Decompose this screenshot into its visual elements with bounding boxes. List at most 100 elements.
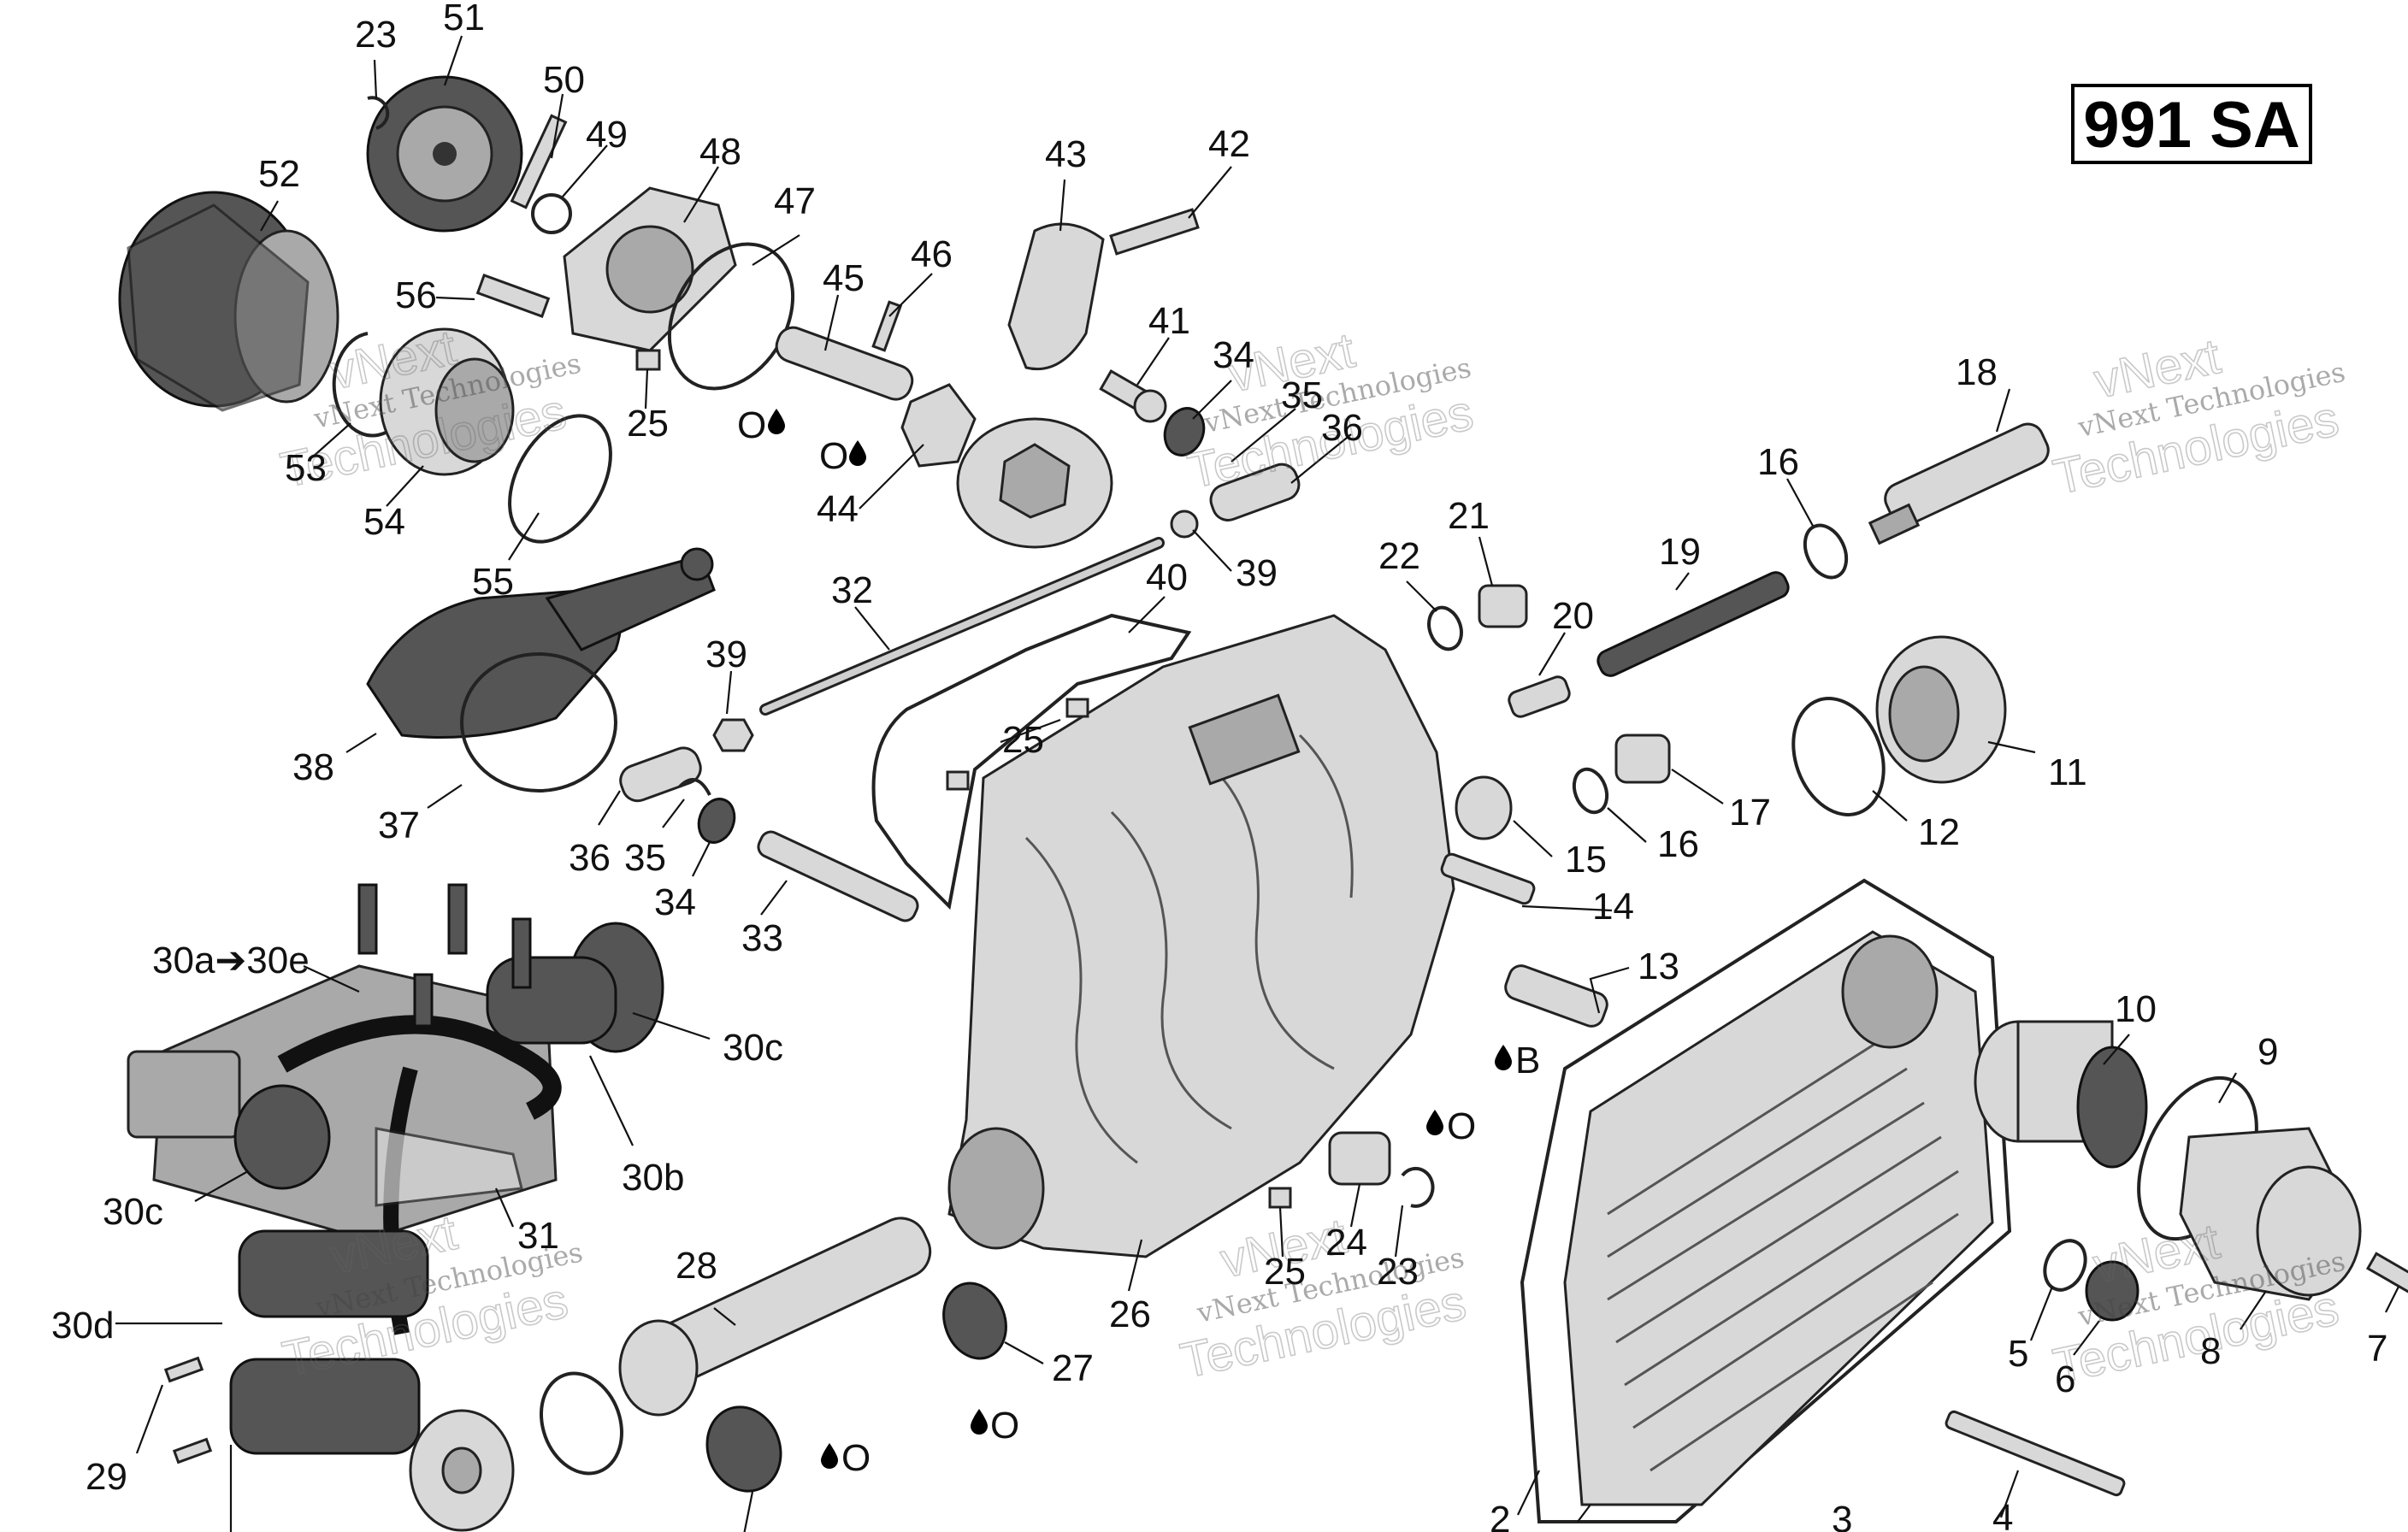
label-49: 49 bbox=[586, 114, 628, 156]
part-49-washer bbox=[531, 193, 572, 234]
label-29: 29 bbox=[86, 1456, 127, 1498]
label-48: 48 bbox=[699, 131, 741, 173]
label-20: 20 bbox=[1552, 595, 1594, 637]
part-10-filter bbox=[1974, 1020, 2148, 1169]
label-55: 55 bbox=[472, 561, 514, 603]
label-30c-b: 30c bbox=[103, 1191, 163, 1233]
part-6-plug bbox=[2085, 1260, 2139, 1322]
part-20-piston bbox=[1508, 675, 1571, 718]
part-39a-nut bbox=[1170, 510, 1199, 539]
label-4: 4 bbox=[1992, 1497, 2013, 1532]
part-51-gear bbox=[366, 75, 523, 233]
part-29-screw-b bbox=[172, 1437, 213, 1464]
label-36b: 36 bbox=[569, 837, 611, 879]
part-36a-plug bbox=[1209, 463, 1301, 521]
label-39a: 39 bbox=[1236, 552, 1278, 594]
part-23b-clip bbox=[1401, 1166, 1435, 1208]
label-23b: 23 bbox=[1377, 1251, 1419, 1293]
part-45-shaft bbox=[775, 326, 914, 401]
part-39b-nut bbox=[712, 718, 754, 752]
part-25b-dowel bbox=[946, 770, 970, 791]
label-30c-a: 30c bbox=[723, 1027, 783, 1069]
label-30d: 30d bbox=[51, 1305, 114, 1346]
label-16b: 16 bbox=[1657, 823, 1699, 865]
part-30-solenoid-block bbox=[127, 883, 664, 1455]
part-labels: 23 51 50 49 48 47 52 56 25 45 46 43 42 4… bbox=[51, 0, 2387, 1532]
part-16b-oring bbox=[1572, 767, 1609, 815]
watermark-3: vNext Technologies vNext Technologies bbox=[2048, 327, 2348, 505]
label-44: 44 bbox=[817, 488, 859, 530]
part-oring-bottom bbox=[539, 1371, 624, 1476]
part-17-plug bbox=[1614, 734, 1671, 784]
label-8: 8 bbox=[2200, 1330, 2221, 1372]
label-33: 33 bbox=[741, 917, 783, 959]
label-54: 54 bbox=[363, 501, 405, 543]
part-3-cover bbox=[1520, 878, 2012, 1523]
part-21-plug bbox=[1478, 584, 1528, 628]
part-12-oring bbox=[1791, 697, 1886, 816]
label-18: 18 bbox=[1956, 351, 1998, 393]
part-18-sensor bbox=[1868, 422, 2050, 545]
label-35b: 35 bbox=[624, 837, 666, 879]
part-14-bolt bbox=[1440, 852, 1536, 905]
label-34b: 34 bbox=[654, 881, 696, 923]
label-38: 38 bbox=[292, 746, 334, 788]
label-36a: 36 bbox=[1321, 407, 1363, 449]
svg-text:O: O bbox=[841, 1437, 871, 1479]
label-26: 26 bbox=[1109, 1293, 1151, 1335]
part-43-arm bbox=[1007, 222, 1105, 371]
part-15-plug bbox=[1455, 775, 1513, 840]
part-52-drum bbox=[118, 191, 339, 412]
label-35a: 35 bbox=[1281, 374, 1323, 416]
label-56: 56 bbox=[395, 274, 437, 316]
part-7-bolt bbox=[2365, 1252, 2408, 1296]
label-7: 7 bbox=[2367, 1328, 2387, 1370]
svg-text:O: O bbox=[737, 404, 766, 446]
label-24: 24 bbox=[1325, 1222, 1367, 1264]
label-42: 42 bbox=[1208, 123, 1250, 165]
label-53: 53 bbox=[285, 447, 327, 489]
part-19-spring bbox=[1596, 571, 1790, 677]
label-9: 9 bbox=[2258, 1031, 2278, 1073]
watermark-6: vNext Technologies vNext Technologies bbox=[2048, 1212, 2348, 1394]
part-5-oring bbox=[2043, 1239, 2087, 1292]
label-3: 3 bbox=[1832, 1499, 1852, 1532]
part-46-pin bbox=[871, 300, 903, 352]
label-17: 17 bbox=[1729, 792, 1771, 834]
label-25c: 25 bbox=[1264, 1251, 1306, 1293]
fluid-marker-o5: O bbox=[821, 1437, 871, 1479]
label-16a: 16 bbox=[1757, 441, 1799, 483]
label-30a30e: 30a➔30e bbox=[152, 940, 310, 981]
fluid-marker-o2: O bbox=[819, 435, 866, 477]
label-37: 37 bbox=[378, 804, 420, 846]
part-23-clip bbox=[367, 96, 390, 130]
part-38-boot bbox=[366, 547, 716, 739]
part-40-gasket bbox=[871, 613, 1192, 910]
label-27: 27 bbox=[1052, 1347, 1094, 1389]
label-12: 12 bbox=[1918, 811, 1960, 853]
part-25c-dowel bbox=[1268, 1187, 1292, 1209]
part-seal-bottom bbox=[705, 1405, 782, 1493]
svg-text:O: O bbox=[819, 435, 848, 477]
label-15: 15 bbox=[1565, 839, 1607, 881]
watermark-4: vNext Technologies vNext Technologies bbox=[277, 1204, 586, 1388]
label-34a: 34 bbox=[1213, 334, 1254, 376]
fluid-marker-o4: O bbox=[971, 1405, 1019, 1447]
part-27-seal bbox=[942, 1282, 1007, 1360]
part-55-washer bbox=[508, 414, 612, 544]
label-47: 47 bbox=[774, 180, 816, 222]
fluid-marker-b1: B bbox=[1495, 1040, 1540, 1081]
fluid-marker-o1: O bbox=[737, 404, 785, 446]
part-4-bolt bbox=[1945, 1410, 2126, 1497]
label-51: 51 bbox=[443, 0, 485, 38]
part-24-sleeve bbox=[1328, 1131, 1391, 1186]
svg-text:O: O bbox=[1447, 1105, 1476, 1147]
label-6: 6 bbox=[2055, 1358, 2075, 1400]
label-13: 13 bbox=[1638, 946, 1679, 987]
part-41-fitting bbox=[1099, 369, 1167, 423]
part-28-spool bbox=[618, 1217, 932, 1417]
part-37-clamp bbox=[460, 652, 617, 793]
reference-code: 991 SA bbox=[2083, 89, 2300, 162]
label-11: 11 bbox=[2048, 751, 2087, 793]
part-16a-oring bbox=[1803, 523, 1849, 580]
